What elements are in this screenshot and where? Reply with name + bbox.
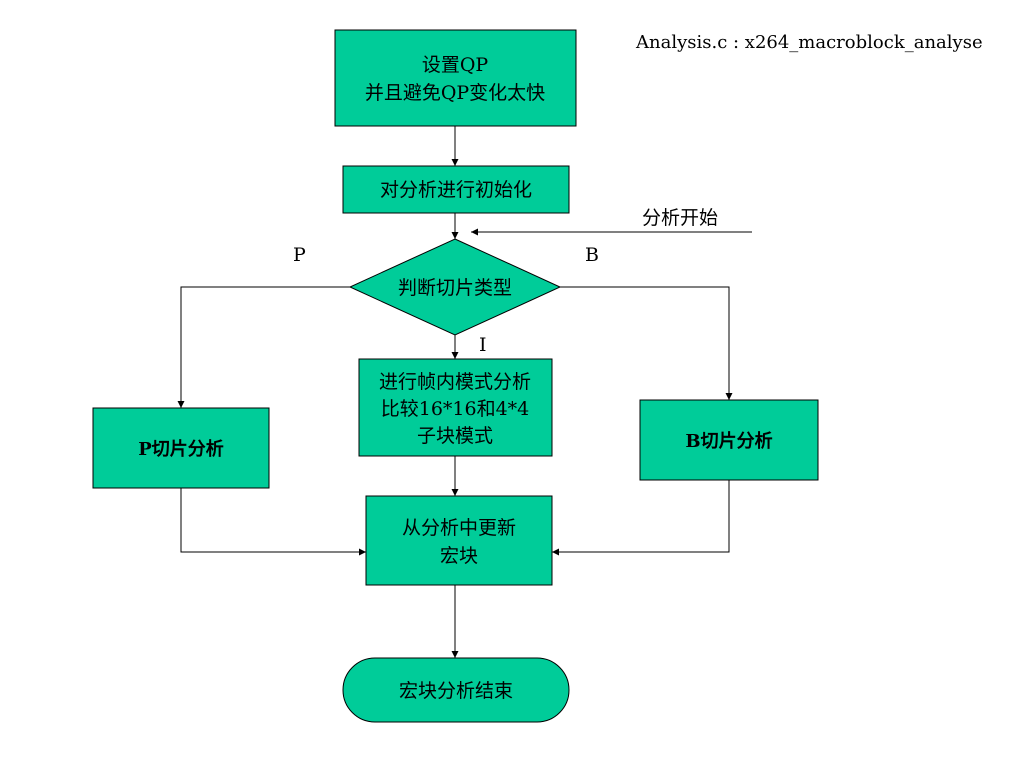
node-intra-line1: 进行帧内模式分析: [379, 371, 531, 393]
node-set-qp: [334, 29, 577, 127]
edge-p-update: [180, 488, 366, 556]
node-end: [342, 657, 570, 723]
node-p-slice: [92, 407, 270, 489]
node-intra-line2: 比较16*16和4*4: [381, 398, 530, 420]
edge-decision-b: [560, 286, 733, 400]
label-branch-i: I: [479, 334, 487, 356]
node-update-line1: 从分析中更新: [402, 517, 516, 539]
node-intra: [358, 358, 553, 457]
node-init-label: 对分析进行初始化: [380, 179, 532, 201]
node-intra-line3: 子块模式: [417, 425, 493, 447]
label-analysis-start: 分析开始: [642, 207, 718, 229]
node-init: [342, 165, 570, 214]
node-set-qp-line2: 并且避免QP变化太快: [365, 82, 545, 104]
node-update-line2: 宏块: [440, 545, 478, 567]
node-b-slice: [639, 399, 819, 481]
node-end-label: 宏块分析结束: [399, 680, 513, 702]
node-decision-label: 判断切片类型: [398, 277, 512, 299]
node-b-slice-label: B切片分析: [685, 430, 772, 452]
edge-decision-p: [177, 286, 350, 408]
node-p-slice-label: P切片分析: [138, 438, 224, 460]
diagram-header: Analysis.c : x264_macroblock_analyse: [635, 32, 983, 53]
label-branch-b: B: [585, 244, 599, 266]
node-set-qp-line1: 设置QP: [422, 54, 489, 76]
node-update: [365, 495, 553, 586]
label-branch-p: P: [293, 244, 306, 266]
edge-b-update: [552, 480, 730, 556]
